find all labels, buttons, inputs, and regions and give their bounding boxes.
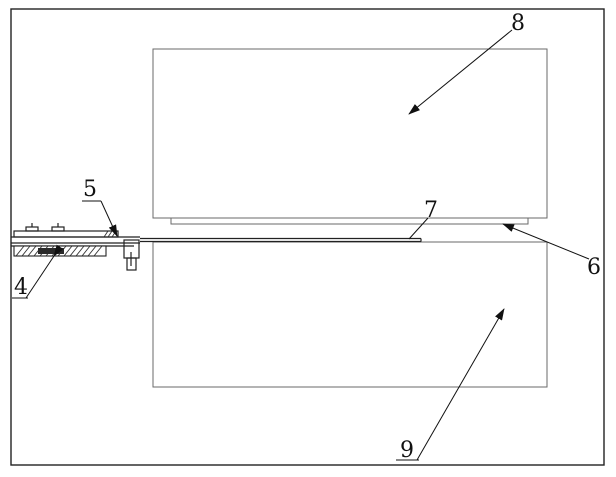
clamp-assembly [11,223,140,271]
sheet-part [140,237,422,243]
label-8: 8 [511,11,525,36]
label-6: 6 [587,255,601,280]
label-7: 7 [424,198,438,223]
label-5: 5 [83,177,97,202]
upper-strip [170,217,529,225]
label-4: 4 [14,275,28,300]
upper-block [152,48,548,219]
lower-block [152,241,548,388]
label-9: 9 [400,438,414,463]
leader-lines [12,29,590,461]
